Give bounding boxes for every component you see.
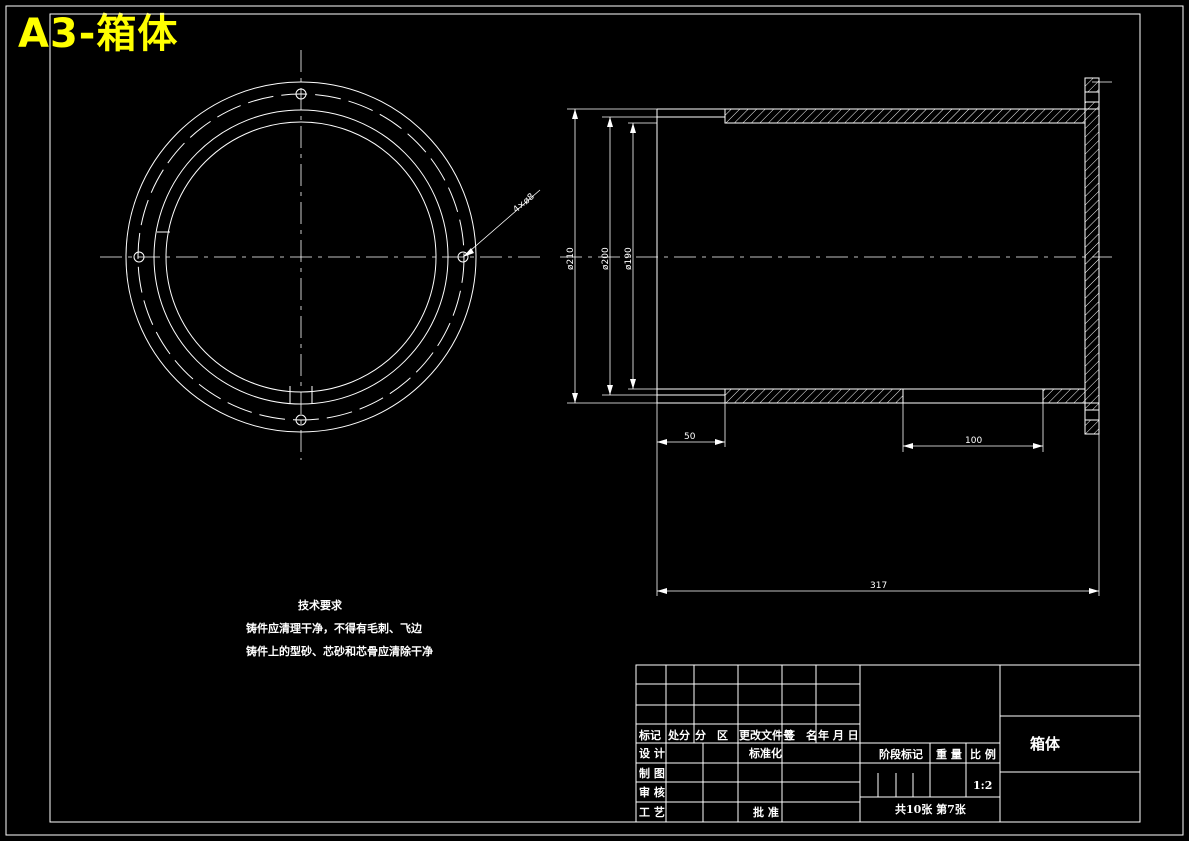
section-view: ø210 ø200 ø190 50 100 317: [560, 77, 1112, 596]
flange-bottom-hole: [1084, 409, 1100, 421]
tb-col-zone: 分 区: [695, 728, 728, 742]
bottom-wall-hatch-right: [1042, 388, 1086, 404]
tb-scale-value: 1:2: [973, 779, 992, 792]
tb-col-count: 处分: [667, 728, 690, 742]
arrow-190-bottom: [630, 379, 636, 389]
arrow-200-bottom: [607, 385, 613, 395]
tb-row-review: 审 核: [639, 785, 665, 799]
dim-text-190: ø190: [624, 247, 634, 270]
arrow-50-right: [715, 439, 725, 445]
hole-callout-text: 4×ø8: [512, 192, 537, 216]
sheet-title: A3-箱体: [18, 11, 179, 57]
end-wall-hatch: [1084, 108, 1100, 404]
arrow-317-right: [1089, 588, 1099, 594]
arrow-50-left: [657, 439, 667, 445]
tb-row-process: 工 艺: [639, 805, 665, 819]
tb-part-name: 箱体: [1030, 735, 1061, 753]
tb-row-design: 设 计: [639, 746, 665, 760]
hole-leader: [462, 189, 541, 258]
outer-border: [5, 5, 1184, 836]
tb-col-sign: 签 名: [783, 728, 817, 742]
dim-text-210: ø210: [566, 247, 576, 270]
tb-col-date: 年 月 日: [818, 728, 859, 742]
technical-notes: 技术要求 铸件应清理干净，不得有毛刺、飞边 铸件上的型砂、芯砂和芯骨应清除干净: [246, 598, 433, 658]
notes-line-2: 铸件上的型砂、芯砂和芯骨应清除干净: [246, 644, 433, 658]
hole-leader-arrow: [463, 248, 474, 257]
title-block: 标记 处分 分 区 更改文件号 签 名 年 月 日 设 计 标准化 制 图 审 …: [635, 664, 1141, 823]
notes-line-1: 铸件应清理干净，不得有毛刺、飞边: [246, 621, 423, 635]
tb-col-doc: 更改文件号: [739, 728, 794, 742]
tb-stage-mark: 阶段标记: [879, 747, 923, 761]
arrow-200-top: [607, 117, 613, 127]
arrow-100-left: [903, 443, 913, 449]
dim-text-50: 50: [684, 432, 696, 442]
tb-row-standard: 标准化: [748, 746, 782, 760]
tb-scale-label: 比 例: [970, 747, 996, 761]
arrow-190-top: [630, 123, 636, 133]
bolt-hole-bottom: [295, 414, 307, 426]
tb-row-draw: 制 图: [639, 766, 665, 780]
dim-text-100: 100: [965, 436, 982, 446]
notes-heading: 技术要求: [298, 598, 343, 612]
arrow-210-bottom: [572, 393, 578, 403]
flange-top-hole: [1084, 91, 1100, 103]
arrow-100-right: [1033, 443, 1043, 449]
tb-col-mark: 标记: [638, 728, 661, 742]
arrow-317-left: [657, 588, 667, 594]
inner-border: [49, 13, 1141, 823]
dim-text-317: 317: [870, 581, 887, 591]
bottom-wall-hatch-left: [724, 388, 904, 404]
circular-view: 4×ø8: [100, 50, 541, 460]
top-wall-hatch: [724, 108, 1086, 124]
tb-sheets: 共10张 第7张: [895, 802, 967, 816]
arrow-210-top: [572, 109, 578, 119]
bottom-step: [656, 394, 726, 404]
tb-weight: 重 量: [936, 747, 962, 761]
dim-text-200: ø200: [601, 247, 611, 270]
tb-row-approve: 批 准: [753, 805, 779, 819]
top-step: [656, 108, 726, 118]
